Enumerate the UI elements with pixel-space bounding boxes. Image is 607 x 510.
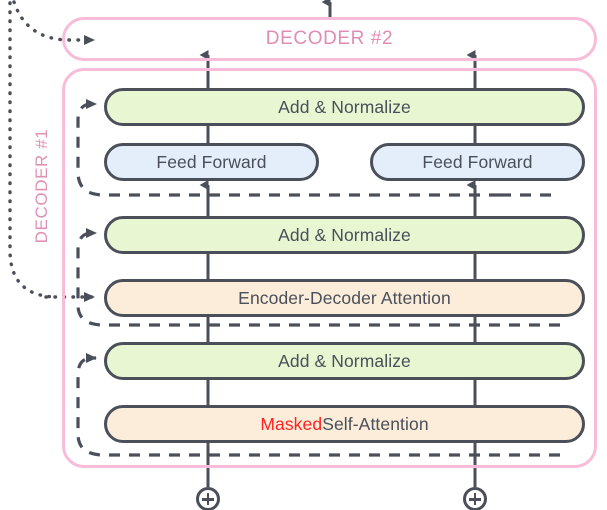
masked-self-attention-emphasis: Masked — [260, 413, 323, 434]
add-normalize-middle-label: Add & Normalize — [278, 224, 411, 245]
feed-forward-right-box[interactable]: Feed Forward — [370, 143, 585, 181]
masked-self-attention-box[interactable]: Masked Self-Attention — [104, 405, 585, 443]
add-normalize-middle-box[interactable]: Add & Normalize — [104, 216, 585, 254]
add-normalize-top-label: Add & Normalize — [278, 96, 411, 117]
decoder-2-container[interactable] — [62, 17, 597, 61]
positional-encoding-adder-right[interactable] — [463, 487, 487, 510]
positional-encoding-adder-left[interactable] — [196, 487, 220, 510]
feed-forward-right-label: Feed Forward — [422, 151, 533, 172]
masked-self-attention-rest: Self-Attention — [322, 413, 429, 434]
decoder-1-label: DECODER #1 — [32, 128, 51, 244]
encoder-decoder-attention-box[interactable]: Encoder-Decoder Attention — [104, 279, 585, 317]
decoder-1-container[interactable] — [62, 68, 597, 468]
feed-forward-left-label: Feed Forward — [156, 151, 267, 172]
feed-forward-left-box[interactable]: Feed Forward — [104, 143, 319, 181]
decoder-2-label: DECODER #2 — [265, 28, 394, 49]
add-normalize-top-box[interactable]: Add & Normalize — [104, 88, 585, 126]
add-normalize-bottom-box[interactable]: Add & Normalize — [104, 342, 585, 380]
add-normalize-bottom-label: Add & Normalize — [278, 350, 411, 371]
encoder-decoder-attention-label: Encoder-Decoder Attention — [238, 287, 451, 308]
